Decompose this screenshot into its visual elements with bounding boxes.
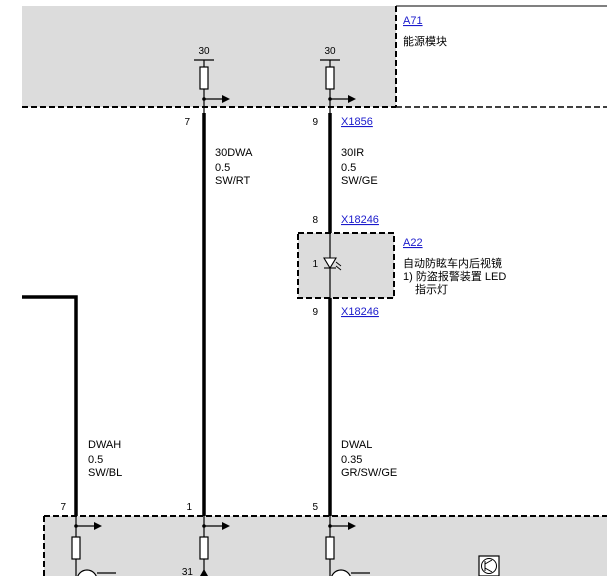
bottom-pin-31: 31	[182, 567, 194, 576]
a22-note-line2: 指示灯	[415, 282, 448, 296]
a22-note-line1: 1) 防盗报警装置 LED	[403, 269, 506, 283]
wire-dwal-color: GR/SW/GE	[341, 467, 397, 479]
wire-dwal-gauge: 0.35	[341, 454, 362, 466]
bottom-pin-5: 5	[312, 502, 318, 513]
x18246-top-connector-link[interactable]: X18246	[341, 214, 379, 226]
bottom-branch-pin1	[199, 516, 230, 576]
wire-dwah	[22, 295, 78, 516]
wire-30ir-gauge: 0.5	[341, 162, 356, 174]
x18246-bottom-connector-link[interactable]: X18246	[341, 306, 379, 318]
bottom-pin-1: 1	[186, 502, 192, 513]
a71-pin-label-left: 30	[198, 46, 210, 57]
wire-30dwa-name: 30DWA	[215, 147, 253, 159]
a22-led-pin-1: 1	[312, 259, 318, 270]
a71-module-name: 能源模块	[403, 34, 447, 48]
wire-30dwa-color: SW/RT	[215, 175, 251, 187]
a71-right-resistor-branch	[320, 59, 356, 113]
a71-left-resistor-branch	[194, 59, 230, 113]
wire-dwah-gauge: 0.5	[88, 454, 103, 466]
a71-pin-label-right: 30	[324, 46, 336, 57]
wire-30ir-color: SW/GE	[341, 175, 378, 187]
wire-30dwa-gauge: 0.5	[215, 162, 230, 174]
wire-30ir-name: 30IR	[341, 147, 364, 159]
a22-module-name: 自动防眩车内后视镜	[403, 256, 502, 270]
wire-dwah-color: SW/BL	[88, 467, 122, 479]
bottom-branch-pin5	[325, 516, 370, 576]
a71-ref-link[interactable]: A71	[403, 15, 423, 27]
a71-pin-7: 7	[184, 117, 190, 128]
a22-pin-9: 9	[312, 307, 318, 318]
bottom-pin-7: 7	[60, 502, 66, 513]
a71-pin-9: 9	[312, 117, 318, 128]
bottom-branch-pin7	[71, 516, 116, 576]
a22-pin-8: 8	[312, 215, 318, 226]
wire-dwah-name: DWAH	[88, 439, 121, 451]
wire-dwal-name: DWAL	[341, 439, 372, 451]
transistor-icon	[478, 555, 500, 576]
a22-ref-link[interactable]: A22	[403, 237, 423, 249]
module-a22	[297, 232, 395, 299]
module-a71	[22, 5, 607, 108]
x1856-connector-link[interactable]: X1856	[341, 116, 373, 128]
